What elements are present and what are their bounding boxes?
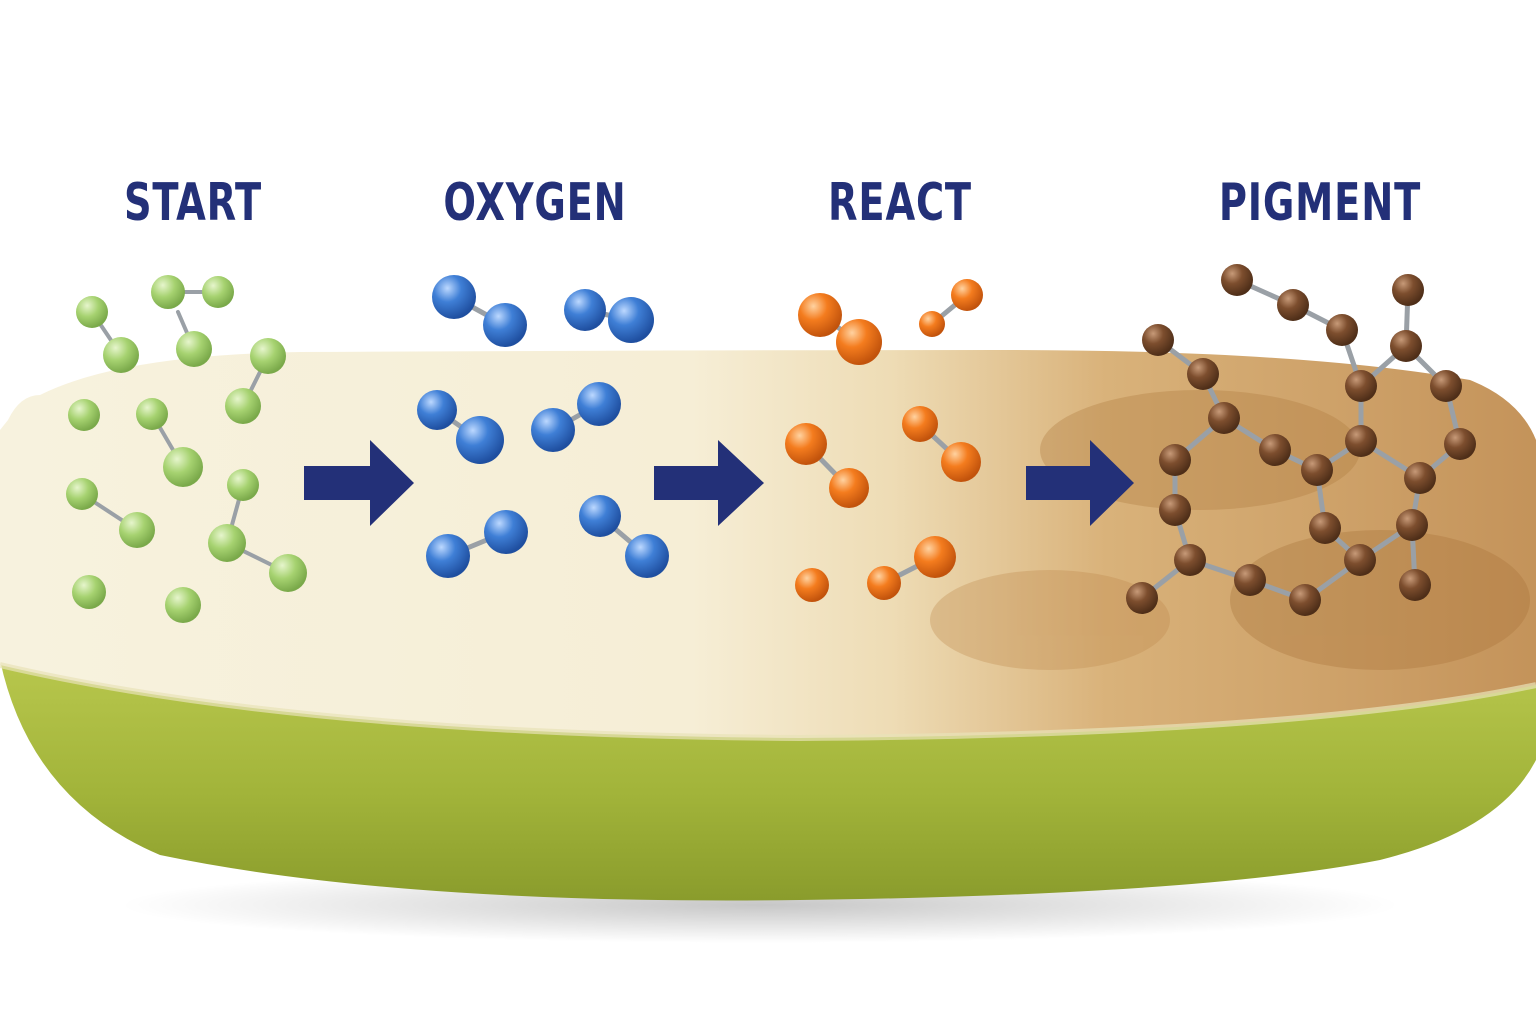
arrow-react-to-pigment [1026, 440, 1134, 526]
stage-label-react: REACT [828, 173, 972, 233]
oxygen-atom [531, 408, 575, 452]
arrow-start-to-oxygen [304, 440, 414, 526]
oxygen-atom [608, 297, 654, 343]
pigment-atom [1444, 428, 1476, 460]
arrow-oxygen-to-react [654, 440, 764, 526]
start-atom [66, 478, 98, 510]
start-atom [68, 399, 100, 431]
stage-label-start: START [123, 173, 263, 233]
oxygen-atom [456, 416, 504, 464]
oxygen-atom [483, 303, 527, 347]
react-atom [867, 566, 901, 600]
start-atom [250, 338, 286, 374]
start-atom [227, 469, 259, 501]
pigment-atom [1309, 512, 1341, 544]
stage-label-pigment: PIGMENT [1218, 173, 1422, 233]
pigment-molecule [1126, 264, 1476, 616]
pigment-atom [1142, 324, 1174, 356]
react-atom [798, 293, 842, 337]
pigment-atom [1345, 370, 1377, 402]
pigment-atom [1234, 564, 1266, 596]
pigment-atom [1392, 274, 1424, 306]
pigment-atom [1259, 434, 1291, 466]
react-atom [785, 423, 827, 465]
oxygen-atom [625, 534, 669, 578]
react-atom [914, 536, 956, 578]
pigment-atom [1159, 494, 1191, 526]
react-atom [951, 279, 983, 311]
pigment-atom [1126, 582, 1158, 614]
start-atom [76, 296, 108, 328]
react-atom [795, 568, 829, 602]
oxygen-atom [579, 495, 621, 537]
apple-flesh-rim [0, 662, 1536, 742]
start-atom [165, 587, 201, 623]
oxygen-atom [484, 510, 528, 554]
pigment-atom [1289, 584, 1321, 616]
react-molecules [785, 279, 983, 602]
oxygen-atom [417, 390, 457, 430]
stage-label-oxygen: OXYGEN [443, 173, 627, 233]
react-atom [919, 311, 945, 337]
start-atom [202, 276, 234, 308]
start-atom [163, 447, 203, 487]
pigment-atom [1344, 544, 1376, 576]
start-atom [151, 275, 185, 309]
react-atom [902, 406, 938, 442]
pigment-atom [1396, 509, 1428, 541]
start-atom [103, 337, 139, 373]
start-atom [72, 575, 106, 609]
react-atom [941, 442, 981, 482]
apple-flesh [0, 350, 1536, 738]
pigment-atom [1208, 402, 1240, 434]
pigment-atom [1187, 358, 1219, 390]
start-atom [225, 388, 261, 424]
pigment-atom [1221, 264, 1253, 296]
react-atom [836, 319, 882, 365]
pigment-atom [1390, 330, 1422, 362]
pigment-atom [1159, 444, 1191, 476]
start-molecules [66, 275, 307, 623]
react-atom [829, 468, 869, 508]
oxygen-atom [432, 275, 476, 319]
oxygen-atom [577, 382, 621, 426]
pigment-atom [1326, 314, 1358, 346]
pigment-atom [1399, 569, 1431, 601]
pigment-atom [1345, 425, 1377, 457]
pigment-atom [1174, 544, 1206, 576]
start-atom [208, 524, 246, 562]
start-atom [176, 331, 212, 367]
pigment-atom [1430, 370, 1462, 402]
oxygen-atom [564, 289, 606, 331]
oxygen-atom [426, 534, 470, 578]
pigment-atom [1404, 462, 1436, 494]
start-atom [119, 512, 155, 548]
pigment-atom [1301, 454, 1333, 486]
start-atom [269, 554, 307, 592]
oxygen-molecules [417, 275, 669, 578]
start-atom [136, 398, 168, 430]
pigment-atom [1277, 289, 1309, 321]
